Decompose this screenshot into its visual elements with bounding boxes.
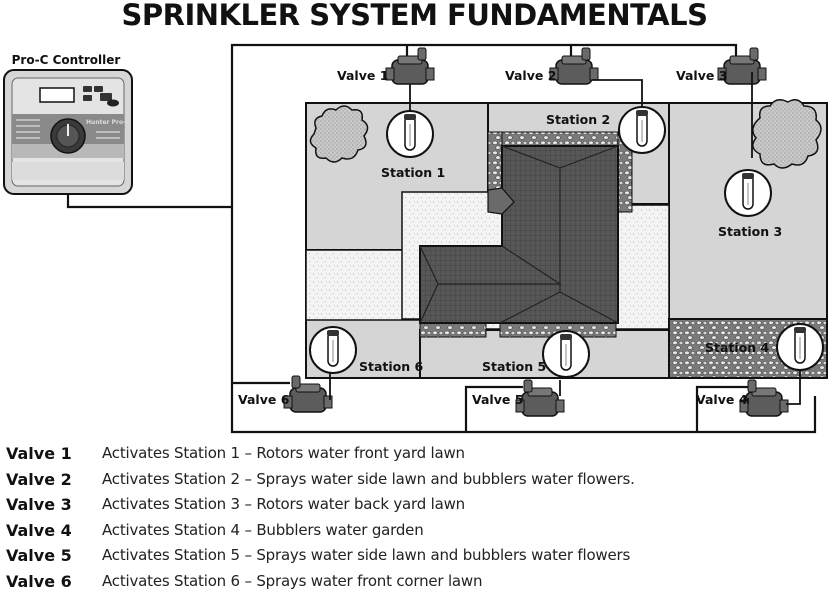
station-5-sprinkler [542, 330, 590, 378]
valve-6-label: Valve 6 [238, 392, 290, 407]
flowerbed-bottom-left [419, 322, 487, 338]
valve-4-label: Valve 4 [696, 392, 748, 407]
controller-button-e [107, 99, 119, 107]
station-4-sprinkler [776, 323, 824, 371]
valve-2-label: Valve 2 [505, 68, 556, 83]
valve-5 [515, 379, 565, 417]
station-6-label: Station 6 [359, 359, 424, 374]
legend-row-valve-5: Valve 5 Activates Station 5 – Sprays wat… [6, 543, 826, 569]
station-2-sprinkler [618, 106, 666, 154]
pro-c-controller: Pro-C Controller Hunter Pro-C [3, 53, 133, 195]
valve-4 [739, 379, 789, 417]
controller-button-d [100, 93, 112, 101]
legend-row-valve-1: Valve 1 Activates Station 1 – Rotors wat… [6, 441, 826, 467]
valve-6 [283, 375, 333, 413]
legend-description: Activates Station 5 – Sprays water side … [102, 546, 631, 565]
legend-description: Activates Station 4 – Bubblers water gar… [102, 520, 424, 539]
wire-lower-loop [230, 207, 817, 434]
bush-front-yard [309, 105, 369, 163]
legend-valve-label: Valve 2 [6, 469, 72, 489]
legend-valve-label: Valve 5 [6, 546, 72, 566]
station-3-sprinkler [724, 169, 772, 217]
controller-button-b [94, 86, 103, 92]
valve-1 [385, 47, 435, 85]
legend-row-valve-4: Valve 4 Activates Station 4 – Bubblers w… [6, 518, 826, 544]
legend-valve-label: Valve 4 [6, 520, 72, 540]
station-1-sprinkler [386, 110, 434, 158]
controller-brand: Hunter Pro-C [86, 119, 131, 126]
controller-label: Pro-C Controller [12, 53, 121, 67]
controller-button-a [83, 86, 92, 92]
valve-2 [549, 47, 599, 85]
water-pipes [329, 72, 801, 405]
controller-display [39, 87, 75, 103]
station-2-label: Station 2 [546, 112, 610, 127]
valve-legend: Valve 1 Activates Station 1 – Rotors wat… [6, 441, 826, 595]
legend-valve-label: Valve 6 [6, 571, 72, 591]
legend-valve-label: Valve 1 [6, 444, 72, 463]
chimney-dormer [487, 187, 515, 215]
house-roof [419, 145, 619, 324]
legend-description: Activates Station 3 – Rotors water back … [102, 495, 465, 514]
legend-row-valve-3: Valve 3 Activates Station 3 – Rotors wat… [6, 492, 826, 518]
valve-1-label: Valve 1 [337, 68, 388, 83]
control-wires [66, 43, 817, 434]
controller-button-c [83, 95, 92, 101]
station-1-label: Station 1 [381, 165, 445, 180]
flowerbed-left [487, 131, 503, 193]
station-3-label: Station 3 [718, 224, 782, 239]
legend-description: Activates Station 2 – Sprays water side … [102, 469, 635, 488]
wire-to-valve-5 [464, 385, 523, 432]
wire-main-loop [66, 43, 738, 209]
pipe-valve-2 [592, 79, 643, 108]
valve-labels: Valve 1 Valve 2 Valve 3 Valve 4 Valve 5 … [238, 68, 748, 407]
bush-back-yard [752, 99, 822, 169]
valve-5-label: Valve 5 [472, 392, 523, 407]
page-title: SPRINKLER SYSTEM FUNDAMENTALS [121, 0, 708, 32]
station-6-sprinkler [309, 326, 357, 374]
wire-to-valve-4 [695, 385, 748, 432]
valve-3 [717, 47, 767, 85]
station-labels: Station 1 Station 2 Station 3 Station 4 … [359, 112, 782, 374]
legend-description: Activates Station 6 – Sprays water front… [102, 571, 483, 590]
legend-valve-label: Valve 3 [6, 495, 72, 515]
legend-description: Activates Station 1 – Rotors water front… [102, 444, 465, 462]
flowerbed-top [487, 131, 633, 147]
station-5-label: Station 5 [482, 359, 546, 374]
station-4-label: Station 4 [705, 340, 770, 355]
legend-row-valve-2: Valve 2 Activates Station 2 – Sprays wat… [6, 467, 826, 493]
valve-3-label: Valve 3 [676, 68, 727, 83]
legend-row-valve-6: Valve 6 Activates Station 6 – Sprays wat… [6, 569, 826, 595]
pipe-valve-4 [747, 370, 801, 405]
